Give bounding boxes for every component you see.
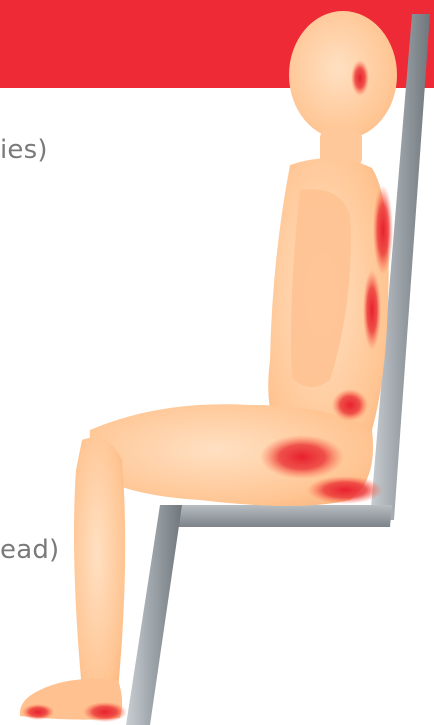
pressure-point-shoulder <box>373 185 393 275</box>
pressure-point-buttocks <box>260 435 344 479</box>
chair-seat <box>160 505 392 527</box>
figure-lower-leg <box>74 438 125 696</box>
pressure-point-elbow <box>332 389 368 421</box>
figure-head <box>289 11 397 139</box>
pressure-point-toes <box>22 704 54 720</box>
pressure-point-back <box>363 270 381 350</box>
pressure-point-ischium <box>307 476 383 504</box>
pressure-point-head <box>351 60 369 96</box>
chair-front-leg <box>126 505 182 725</box>
pressure-point-heel <box>83 702 127 722</box>
